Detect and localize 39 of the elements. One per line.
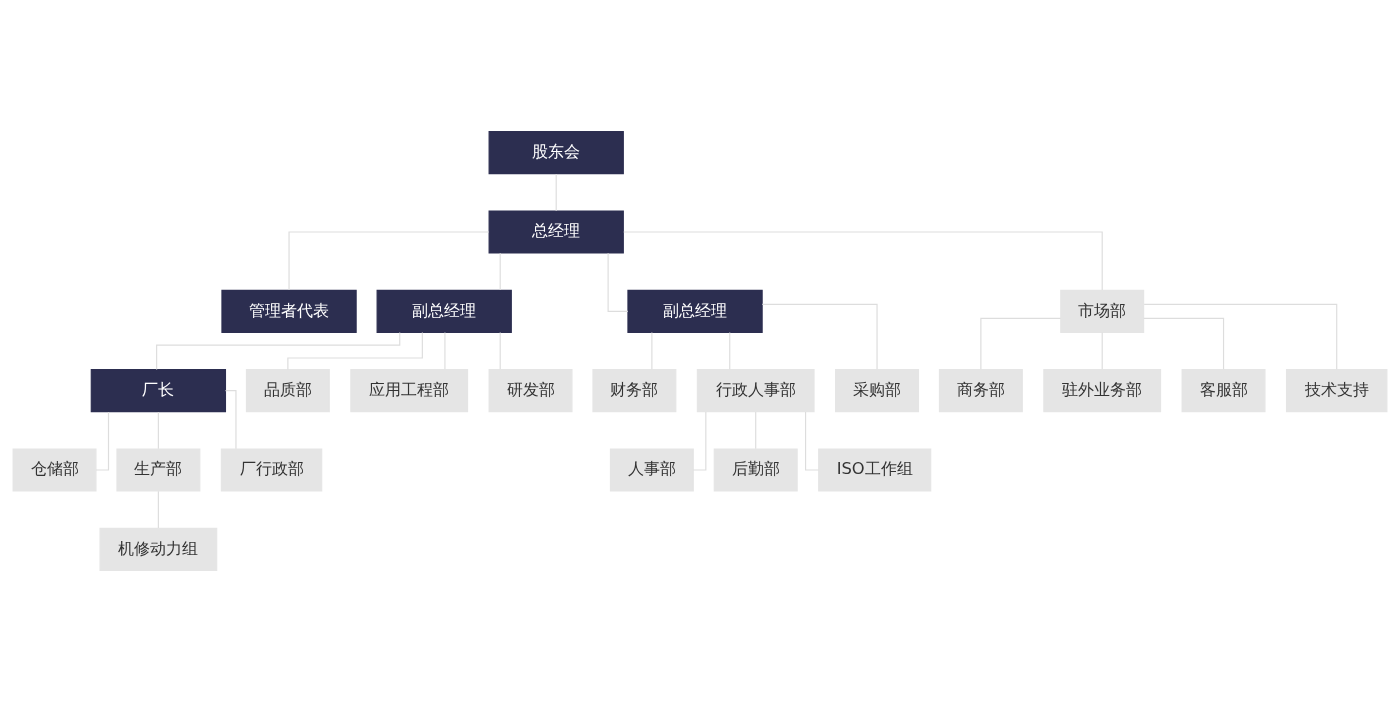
connector <box>692 410 707 471</box>
node-box: 厂长 <box>90 368 227 412</box>
connector <box>623 230 1103 291</box>
node-box: 商务部 <box>938 368 1023 412</box>
node-box: 管理者代表 <box>221 289 357 333</box>
connector <box>288 230 490 291</box>
node-box: 生产部 <box>116 447 201 492</box>
node-box: 采购部 <box>835 368 920 412</box>
connector <box>1143 317 1225 370</box>
node-box: 厂行政部 <box>220 447 323 492</box>
connector <box>156 331 401 370</box>
connector <box>980 317 1062 370</box>
node-box: 机修动力组 <box>99 527 218 571</box>
node-box: 副总经理 <box>627 289 763 333</box>
node-box: 技术支持 <box>1285 368 1388 412</box>
node-box: 副总经理 <box>376 289 512 333</box>
connector <box>224 389 237 449</box>
connector <box>607 252 629 312</box>
node-box: 人事部 <box>609 447 694 492</box>
node-box: 后勤部 <box>713 447 798 492</box>
connector <box>805 410 820 471</box>
node-box: 仓储部 <box>12 447 97 492</box>
node-box: 驻外业务部 <box>1043 368 1162 412</box>
connector <box>157 490 159 529</box>
node-box: 品质部 <box>245 368 330 412</box>
node-box: 行政人事部 <box>696 368 815 412</box>
node-box: 市场部 <box>1060 289 1145 333</box>
node-box: 应用工程部 <box>350 368 469 412</box>
node-box: 股东会 <box>488 130 624 174</box>
node-box: 财务部 <box>592 368 677 412</box>
connector <box>761 303 878 370</box>
node-box: 客服部 <box>1181 368 1266 412</box>
connector <box>1143 303 1338 370</box>
node-box: ISO工作组 <box>818 447 932 492</box>
node-box: 总经理 <box>488 209 624 254</box>
connector <box>95 410 110 471</box>
connector <box>287 331 423 370</box>
node-box: 研发部 <box>488 368 573 412</box>
connector <box>157 410 159 449</box>
